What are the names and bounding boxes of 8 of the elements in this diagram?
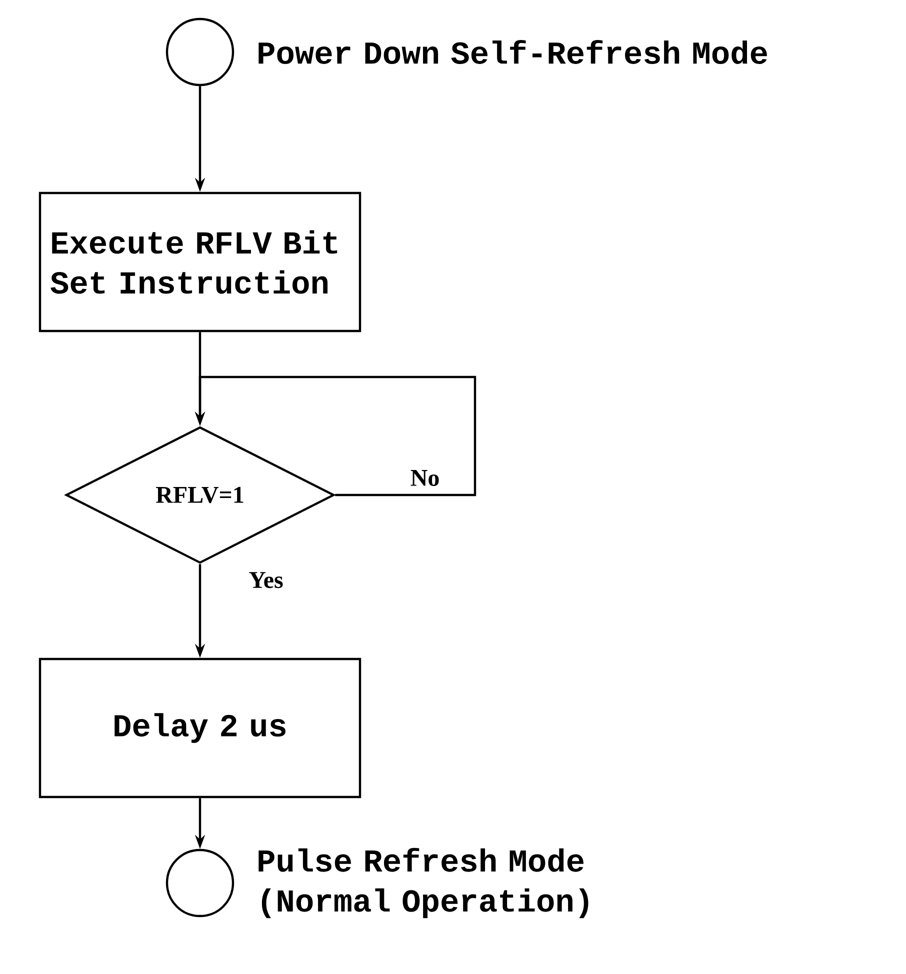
- terminal-circle: [166, 18, 234, 86]
- terminal-circle: [166, 848, 234, 918]
- circle-label: Pulse Refresh Mode (Normal Operation): [258, 848, 588, 918]
- edge-label: Yes: [249, 572, 283, 588]
- edge-label: No: [410, 470, 439, 486]
- process-box: Execute RFLV Bit Set Instruction: [38, 192, 362, 332]
- circle-label: Power Down Self-Refresh Mode: [258, 40, 767, 64]
- process-box: Delay 2 us: [38, 658, 362, 798]
